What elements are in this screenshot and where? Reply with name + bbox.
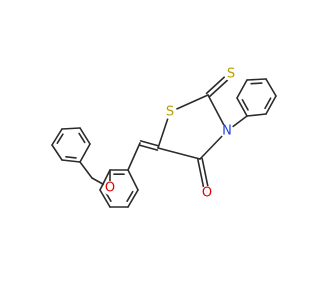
atom-carbonyl-oxygen: O [200, 186, 214, 201]
benzyloxy-phenyl-ring-bond [79, 127, 91, 145]
atom-thione-sulfur: S [224, 67, 238, 82]
benzyl-phenyl-ring-bond [265, 78, 277, 97]
aryl-ring-inner-double-bond [126, 190, 134, 202]
benzyloxy-phenyl-ring-bond [51, 144, 63, 161]
atom-ether-oxygen: O [103, 181, 117, 196]
benzyloxy-phenyl-ring-inner-double-bond [56, 133, 64, 144]
benzyl-phenyl-ring-bond [236, 97, 248, 117]
aryl-ring-bond [99, 169, 111, 191]
bond-c5-exocyclic-b [138, 144, 159, 151]
benzyl-phenyl-ring-bond [236, 79, 248, 99]
atom-nitrogen: N [220, 124, 234, 139]
bond-ch-aryl [127, 142, 141, 171]
benzyl-phenyl-ring-inner-double-bond [250, 82, 263, 85]
benzyloxy-phenyl-ring-bond [61, 127, 81, 130]
benzyl-phenyl-ring-inner-double-bond [241, 98, 249, 111]
benzyl-phenyl-ring-bond [265, 95, 277, 115]
aryl-ring-bond [127, 169, 139, 191]
atom-label-layer: S S N O O [103, 67, 238, 201]
aryl-ring-bond [127, 189, 139, 208]
atom-ring-sulfur: S [163, 105, 177, 120]
atom-nitrogen-label: N [222, 124, 232, 139]
benzyloxy-phenyl-ring-bond [61, 159, 81, 163]
molecule-structure-diagram: S S N O O [51, 67, 277, 208]
atom-thione-sulfur-label: S [227, 67, 235, 82]
benzyl-phenyl-ring-bond [246, 78, 267, 81]
aryl-ring-bond [99, 189, 111, 208]
bond-c4-c5 [157, 147, 201, 160]
benzyloxy-phenyl-ring-inner-double-bond [78, 132, 86, 144]
bond-c5-exocyclic-a [139, 140, 160, 147]
atom-carbonyl-oxygen-label: O [202, 186, 212, 201]
bond-layer [51, 71, 277, 208]
atom-ring-sulfur-label: S [166, 105, 174, 120]
benzyloxy-phenyl-ring-bond [51, 128, 63, 146]
bond-ch2-phenyl-left [79, 161, 93, 179]
atom-ether-oxygen-label: O [105, 181, 115, 196]
benzyl-phenyl-ring-inner-double-bond [264, 97, 272, 110]
benzyl-phenyl-ring-bond [246, 113, 267, 117]
benzyloxy-phenyl-ring-bond [79, 143, 91, 163]
benzyloxy-phenyl-ring-inner-double-bond [65, 156, 77, 159]
